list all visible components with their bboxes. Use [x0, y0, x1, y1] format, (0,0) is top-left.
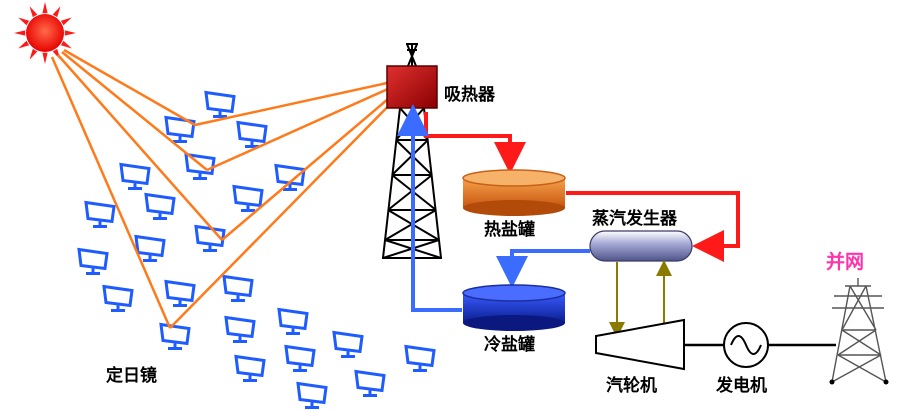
sun-ray-spike [60, 17, 72, 26]
heliostat-mirror-icon [144, 192, 176, 220]
sun-ray-spike [60, 40, 72, 49]
heliostat-mirror-icon [296, 381, 328, 409]
heliostat-field [77, 90, 436, 409]
sun-ray-spike [18, 17, 30, 26]
heliostat-mirror-icon [119, 162, 151, 190]
heliostat-mirror-icon [102, 284, 134, 312]
hot-tank-label: 热盐罐 [484, 219, 535, 240]
cold-flow-to-receiver [397, 104, 462, 312]
heliostat-mirror-icon [224, 315, 256, 343]
sun-ray-spike [18, 40, 30, 49]
heliostat-mirror-icon [77, 247, 109, 275]
generator-icon [723, 322, 769, 368]
heliostat-mirror-icon [404, 344, 436, 372]
heliostat-mirror-icon [234, 354, 266, 382]
power-pylon-icon [829, 278, 889, 385]
steam-generator-label: 蒸汽发生器 [592, 208, 678, 229]
cold-tank-label: 冷盐罐 [484, 334, 535, 355]
sun-rays-top [63, 48, 415, 127]
sun-ray-spike [52, 6, 61, 18]
hot-salt-tank [462, 169, 566, 216]
sun-icon [14, 2, 76, 64]
heliostat-mirror-icon [274, 163, 306, 191]
sun-ray-spike [29, 6, 38, 18]
heliostat-mirror-icon [284, 344, 316, 372]
heliostat-mirror-icon [194, 224, 226, 252]
heliostat-mirror-icon [332, 330, 364, 358]
heliostat-mirror-icon [184, 152, 216, 180]
sun-ray-spike [14, 30, 26, 36]
hot-flow-to-tank [424, 112, 526, 174]
heliostat-mirror-icon [277, 307, 309, 335]
cold-salt-tank [462, 284, 566, 331]
heliostat-mirror-icon [232, 184, 264, 212]
turbine-label: 汽轮机 [606, 375, 657, 396]
heliostat-mirror-icon [236, 120, 268, 148]
heliostat-mirror-icon [354, 369, 386, 397]
heliostat-mirror-icon [222, 274, 254, 302]
hot-flow-to-sg [566, 191, 740, 262]
generator-label: 发电机 [715, 375, 767, 396]
heliostat-mirror-icon [164, 279, 196, 307]
sun-ray-spike [29, 48, 38, 60]
heliostat-mirror-icon [84, 200, 116, 228]
heliostat-mirror-icon [134, 234, 166, 262]
heliostat-mirror-icon [204, 90, 236, 118]
cold-flow-to-tank [496, 249, 590, 288]
sun-ray-spike [42, 2, 48, 14]
steam-links [609, 260, 672, 338]
receiver-label: 吸热器 [444, 84, 496, 105]
steam-generator [589, 230, 693, 262]
heliostats-label: 定日镜 [106, 365, 157, 386]
turbine-icon [595, 318, 685, 371]
receiver [386, 65, 438, 109]
sun-ray-spike [42, 52, 48, 64]
sun-ray-spike [64, 30, 76, 36]
grid-label: 并网 [826, 250, 864, 273]
heliostat-mirror-icon [159, 322, 191, 350]
sun-rays [50, 51, 414, 329]
